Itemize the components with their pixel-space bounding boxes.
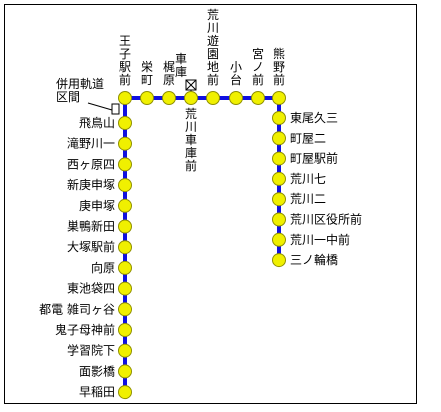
depot-station-label: 車庫: [175, 52, 187, 79]
station-label-top-4: 荒川遊園地前: [207, 8, 219, 87]
station-label-right-5: 荒川区役所前: [290, 212, 362, 227]
station-left-6: [118, 240, 132, 255]
station-label-left-13: 早稲田: [79, 385, 115, 399]
legend-square-icon: [111, 103, 120, 115]
station-label-top-0: 王子駅前: [119, 34, 131, 87]
station-right-7: [272, 253, 286, 268]
station-label-left-3: 新庚申塚: [67, 177, 115, 192]
station-label-left-0: 飛鳥山: [79, 115, 115, 130]
station-label-left-6: 大塚駅前: [67, 239, 115, 254]
station-top-7: [272, 91, 286, 105]
station-left-11: [118, 343, 132, 358]
station-top-1: [140, 91, 154, 105]
station-right-1: [272, 131, 286, 146]
station-label-top-5: 小台: [230, 60, 242, 87]
diagram-frame: [4, 4, 417, 404]
station-depot: [184, 91, 198, 105]
depot-name-label: 荒川車庫前: [185, 107, 197, 173]
station-top-4: [206, 91, 220, 105]
depot-cross-line: [185, 79, 197, 91]
station-label-left-4: 庚申塚: [79, 198, 115, 213]
station-label-left-10: 鬼子母神前: [55, 322, 115, 337]
station-left-8: [118, 281, 132, 296]
station-left-2: [118, 157, 132, 172]
station-right-3: [272, 171, 286, 186]
station-top-0: [118, 91, 132, 105]
station-label-left-9: 都電 雑司ヶ谷: [39, 301, 115, 316]
station-label-top-1: 栄町: [141, 60, 153, 87]
legend-label-line1: 併用軌道: [56, 76, 104, 91]
station-label-right-2: 町屋駅前: [290, 151, 338, 166]
station-label-left-7: 向原: [91, 260, 115, 275]
station-top-5: [229, 91, 243, 105]
station-label-left-2: 西ヶ原四: [67, 157, 115, 171]
legend-leader: [87, 102, 113, 111]
station-right-6: [272, 232, 286, 247]
station-left-13: [118, 385, 132, 400]
station-right-2: [272, 151, 286, 166]
station-left-0: [118, 116, 132, 130]
station-label-left-8: 東池袋四: [67, 282, 115, 296]
station-left-3: [118, 178, 132, 193]
station-label-right-6: 荒川一中前: [290, 232, 350, 247]
station-left-4: [118, 198, 132, 213]
station-right-5: [272, 212, 286, 227]
station-label-top-6: 宮ノ前: [252, 46, 264, 87]
station-left-5: [118, 219, 132, 234]
station-right-0: [272, 111, 286, 125]
station-label-left-11: 学習院下: [67, 343, 115, 358]
station-label-left-1: 滝野川一: [67, 137, 115, 151]
station-label-right-7: 三ノ輪橋: [290, 252, 338, 267]
station-right-4: [272, 192, 286, 207]
track-lines: [123, 96, 281, 393]
station-label-right-3: 荒川七: [290, 172, 326, 186]
station-left-1: [118, 136, 132, 151]
station-label-left-12: 面影橋: [79, 364, 115, 378]
station-label-right-4: 荒川二: [290, 192, 326, 206]
station-top-2: [162, 91, 176, 105]
station-label-right-1: 町屋二: [290, 131, 326, 145]
legend-label-line2: 区間: [56, 90, 80, 104]
station-top-6: [251, 91, 265, 105]
station-markers: [118, 79, 286, 400]
station-left-7: [118, 260, 132, 275]
station-label-top-7: 熊野前: [273, 46, 285, 87]
station-label-left-5: 巣鴨新田: [67, 219, 115, 234]
station-label-top-2: 梶原: [163, 60, 175, 87]
station-left-10: [118, 323, 132, 337]
station-label-right-0: 東尾久三: [290, 111, 338, 125]
station-left-12: [118, 364, 132, 379]
station-left-9: [118, 302, 132, 317]
